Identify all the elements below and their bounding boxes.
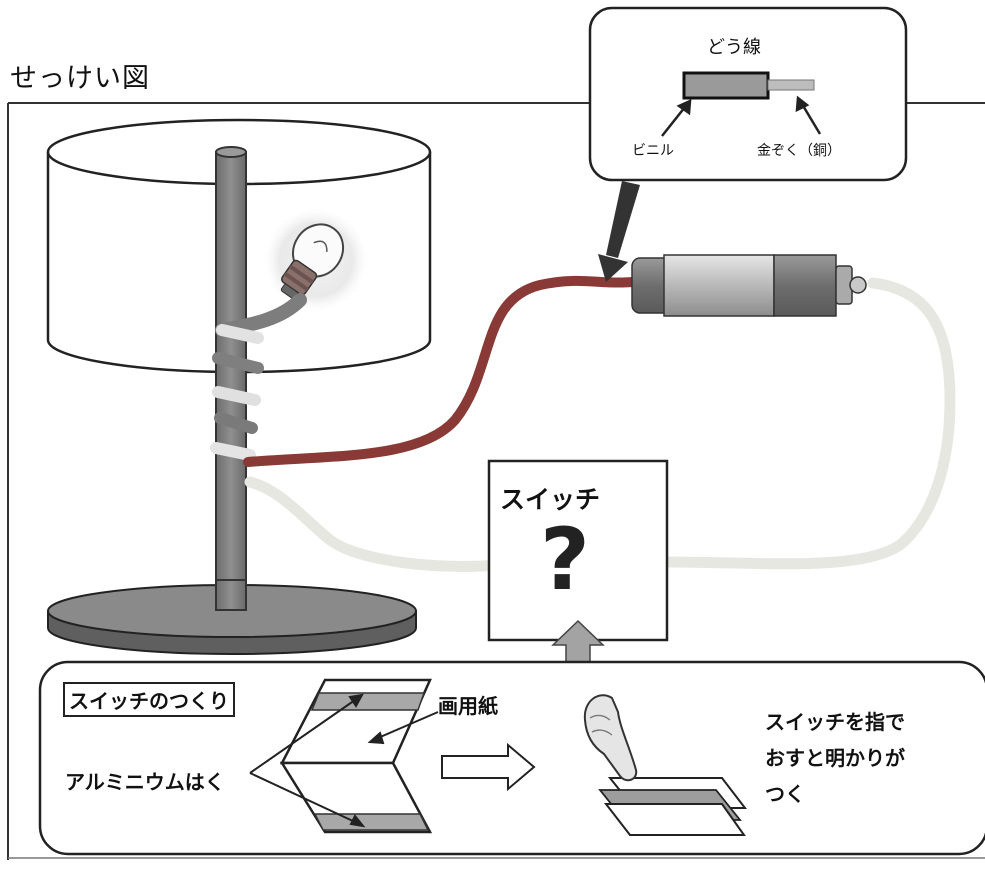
vinyl-label: ビニル [632,143,674,159]
wire-dark [243,275,637,467]
pressed-switch-diagram [583,694,748,836]
light-bulb [264,208,368,312]
battery [631,254,867,317]
switch-howto-title: スイッチのつくり [63,682,235,717]
foil-strip-bottom [313,813,430,831]
drawing-paper-label: 画用紙 [438,694,498,718]
lamp-pole [215,146,247,611]
callout-pointer-arrow [598,181,640,282]
finger-hand [583,694,638,782]
switch-box [487,459,669,642]
wire-light-left [244,476,503,572]
metal-label: 金ぞく（銅） [757,143,841,159]
instruction-line-2: おすと明かりが [765,746,905,770]
hollow-right-arrow [441,742,536,792]
folded-paper-diagram [279,678,433,834]
label-pointer-lines [249,693,439,828]
question-mark-icon: ? [540,510,590,610]
callout-arrows [661,95,822,137]
wire-light [662,277,956,570]
instruction-line-3: つく [765,782,805,806]
wire-callout-title: どう線 [707,37,761,58]
instruction-line-1: スイッチを指で [765,710,905,734]
callout-vinyl-bar [682,71,770,100]
foil-strip-top [310,692,426,711]
callout-copper-bar [767,79,815,91]
main-frame [7,102,985,860]
page-title: せっけい図 [10,63,150,94]
switch-title: スイッチ [500,485,601,514]
pole-wire-wraps [210,293,307,461]
aluminum-foil-label: アルミニウムはく [65,770,225,794]
